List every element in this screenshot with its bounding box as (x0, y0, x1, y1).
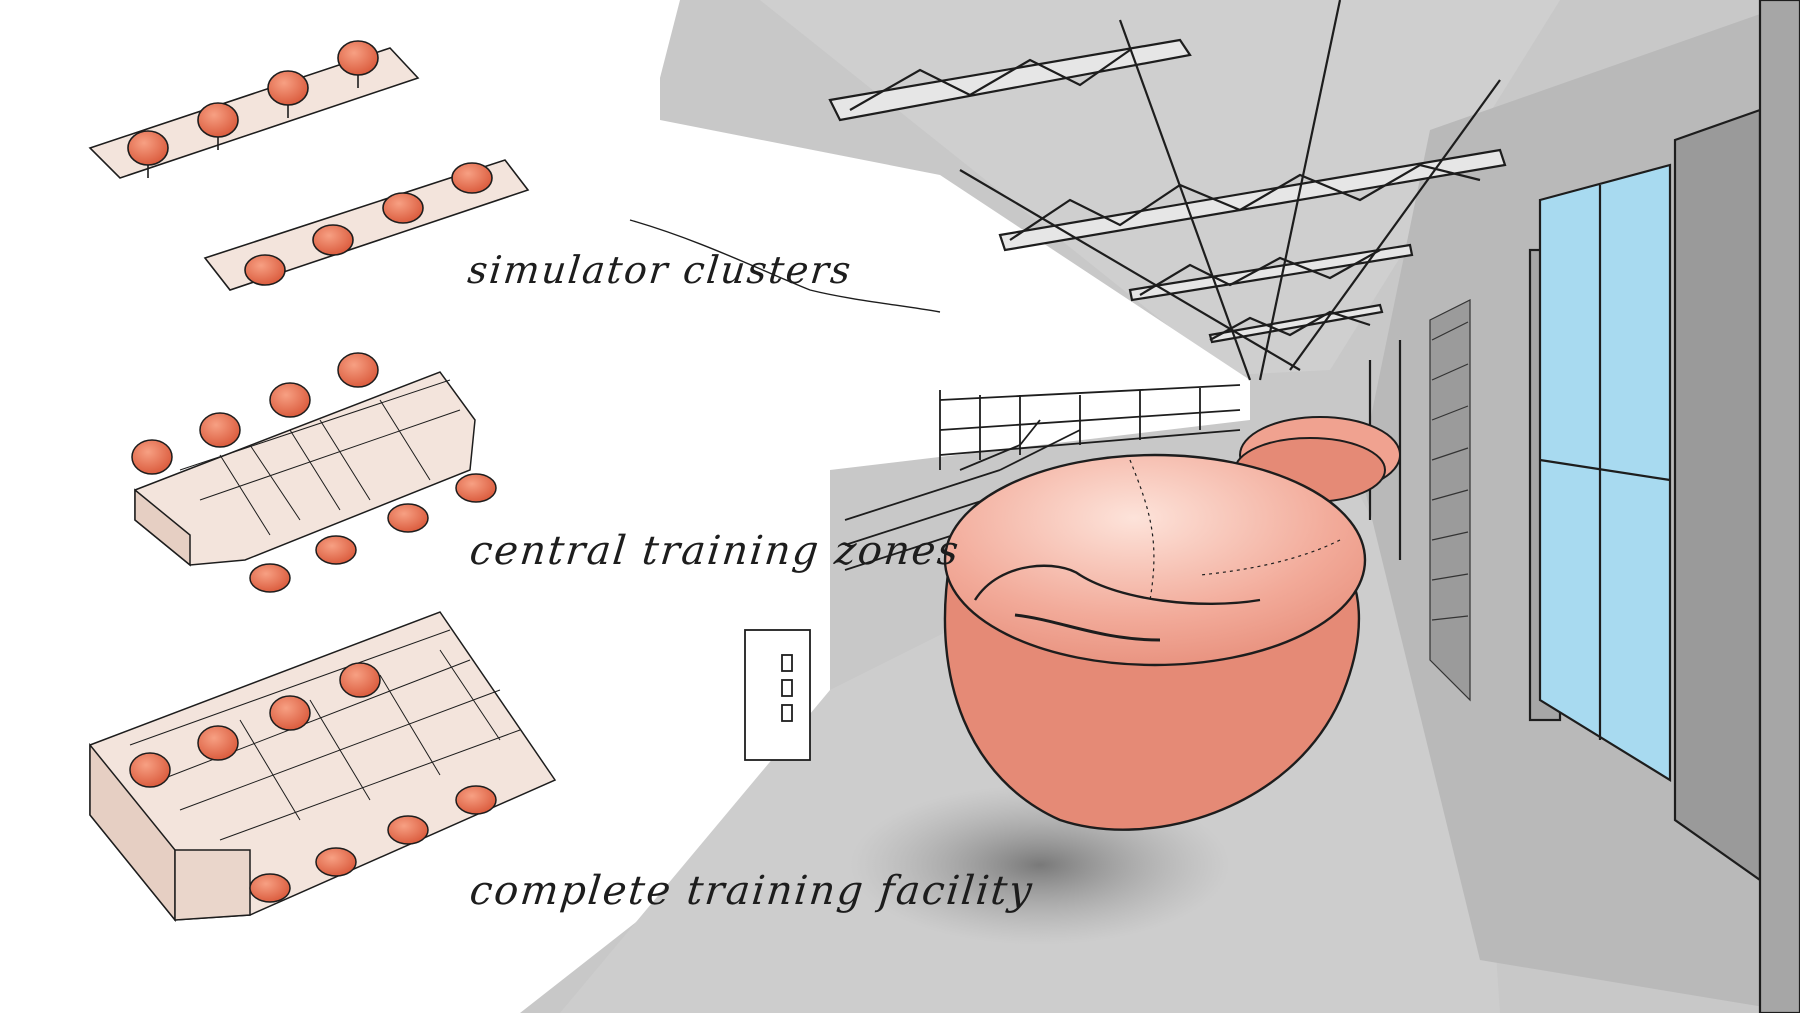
large-simulator-pod (943, 453, 1367, 831)
cluster-pods-upper (127, 40, 379, 178)
ceiling-trusses (828, 0, 1507, 381)
mezzanine-railing (744, 384, 1241, 761)
label-central-training-zones: central training zones (467, 528, 963, 574)
zone-pods (131, 352, 497, 593)
label-complete-training-facility: complete training facility (467, 868, 1036, 914)
diagram-central-training-zones (131, 352, 497, 593)
window-bays (1368, 0, 1800, 1013)
diagram-complete-training-facility (89, 611, 557, 923)
far-pods (1234, 416, 1401, 503)
label-simulator-clusters: simulator clusters (465, 248, 855, 292)
facility-pods (129, 662, 497, 903)
diagram-simulator-clusters (88, 40, 530, 291)
door-lower (744, 629, 811, 761)
cluster-pods-lower (244, 162, 493, 286)
rolling-shutter (1429, 299, 1471, 702)
leader-line (629, 219, 941, 313)
